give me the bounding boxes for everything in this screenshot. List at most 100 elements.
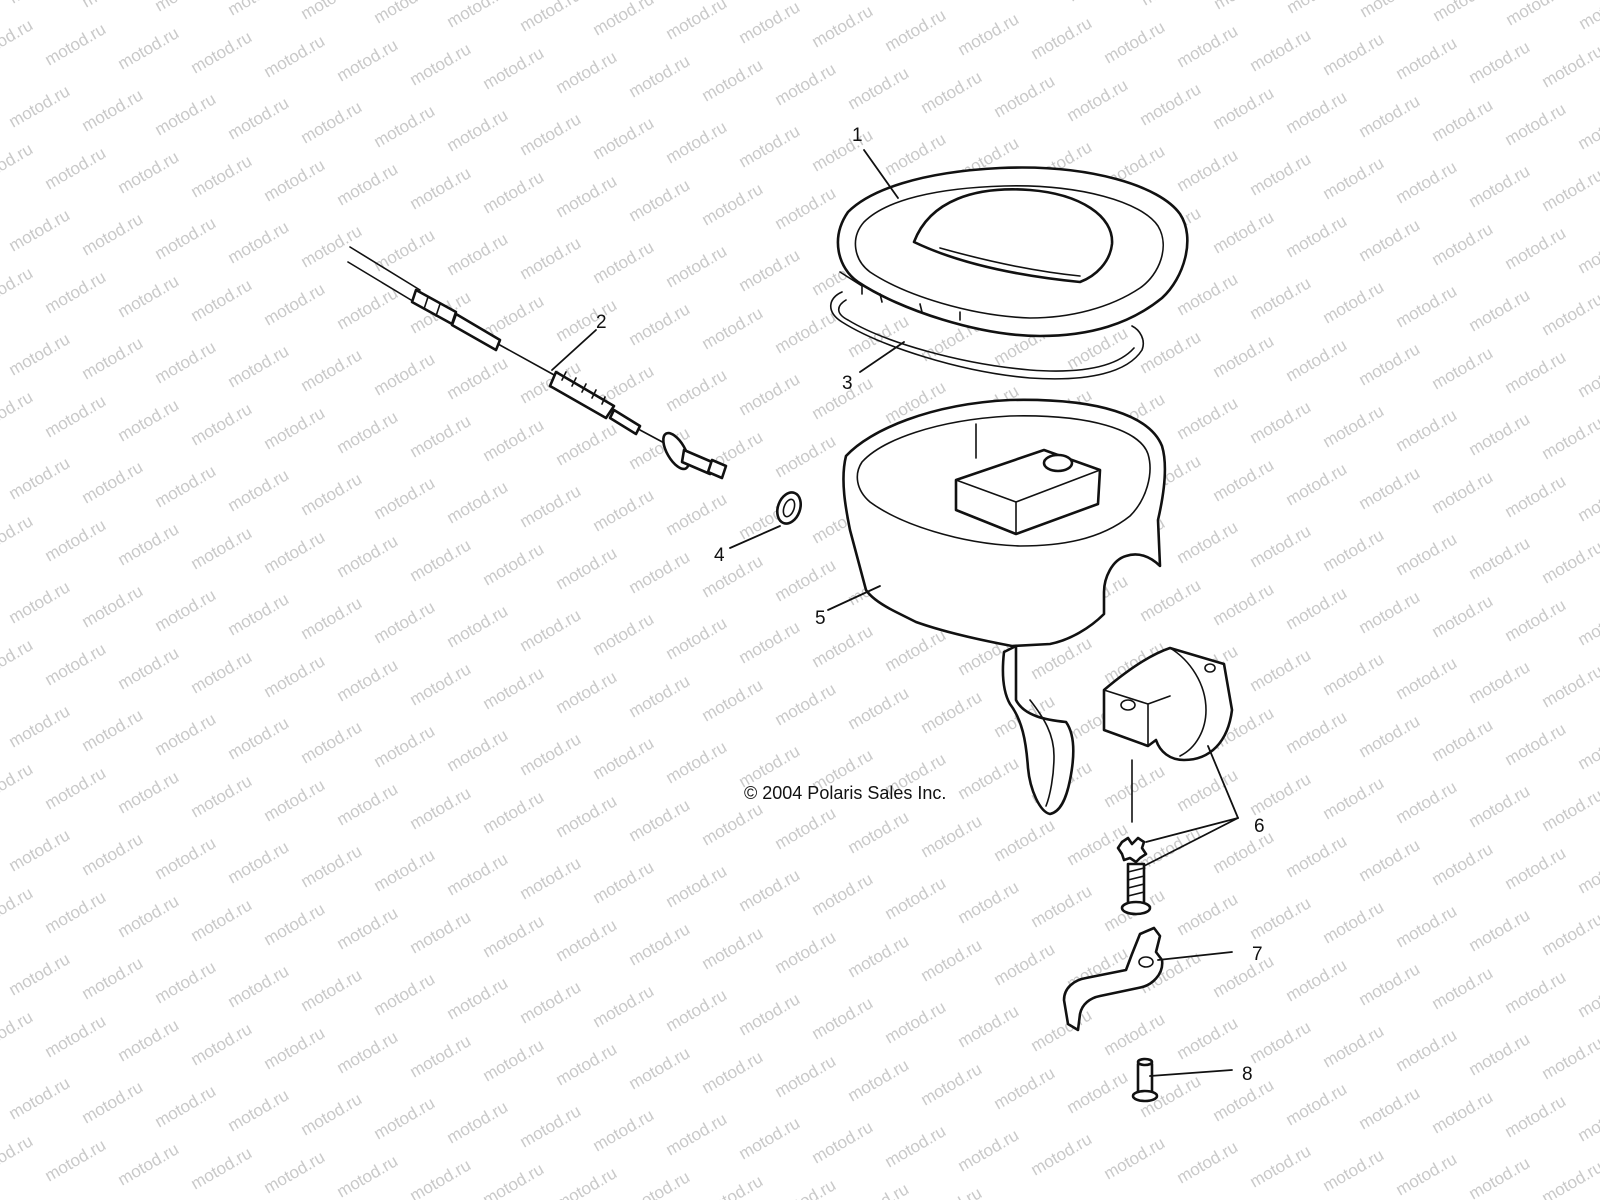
watermark-text: motod.ru bbox=[590, 113, 658, 163]
watermark-text: motod.ru bbox=[809, 869, 877, 919]
watermark-text: motod.ru bbox=[42, 391, 110, 441]
watermark-text: motod.ru bbox=[42, 1135, 110, 1185]
callout-8: 8 bbox=[1242, 1064, 1253, 1085]
watermark-text: motod.ru bbox=[590, 485, 658, 535]
watermark-text: motod.ru bbox=[444, 477, 512, 527]
watermark-text: motod.ru bbox=[225, 465, 293, 515]
watermark-text: motod.ru bbox=[1320, 897, 1388, 947]
watermark-text: motod.ru bbox=[1502, 1091, 1570, 1141]
watermark-text: motod.ru bbox=[480, 1159, 548, 1200]
watermark-text: motod.ru bbox=[1502, 595, 1570, 645]
watermark-text: motod.ru bbox=[6, 205, 74, 255]
watermark-text: motod.ru bbox=[115, 395, 183, 445]
watermark-text: motod.ru bbox=[553, 1163, 621, 1200]
watermark-text: motod.ru bbox=[1575, 847, 1600, 897]
watermark-text: motod.ru bbox=[115, 767, 183, 817]
watermark-text: motod.ru bbox=[1502, 347, 1570, 397]
watermark-text: motod.ru bbox=[1064, 75, 1132, 125]
watermark-text: motod.ru bbox=[918, 687, 986, 737]
watermark-text: motod.ru bbox=[261, 527, 329, 577]
watermark-text: motod.ru bbox=[261, 1023, 329, 1073]
watermark-text: motod.ru bbox=[1466, 409, 1534, 459]
watermark-text: motod.ru bbox=[663, 117, 731, 167]
watermark-text: motod.ru bbox=[1539, 909, 1600, 959]
watermark-text: motod.ru bbox=[1283, 87, 1351, 137]
watermark-text: motod.ru bbox=[1575, 351, 1600, 401]
watermark-text: motod.ru bbox=[6, 701, 74, 751]
callout-1: 1 bbox=[852, 125, 863, 146]
watermark-text: motod.ru bbox=[0, 387, 36, 437]
watermark-text: motod.ru bbox=[0, 1131, 36, 1181]
watermark-text: motod.ru bbox=[590, 237, 658, 287]
watermark-text: motod.ru bbox=[298, 469, 366, 519]
throttle-cable-part bbox=[347, 246, 728, 480]
watermark-text: motod.ru bbox=[663, 365, 731, 415]
watermark-text: motod.ru bbox=[955, 753, 1023, 803]
watermark-text: motod.ru bbox=[79, 1077, 147, 1127]
watermark-text: motod.ru bbox=[1320, 153, 1388, 203]
watermark-text: motod.ru bbox=[42, 887, 110, 937]
watermark-text: motod.ru bbox=[1393, 405, 1461, 455]
watermark-text: motod.ru bbox=[261, 403, 329, 453]
watermark-text: motod.ru bbox=[517, 1101, 585, 1151]
watermark-text: motod.ru bbox=[298, 1089, 366, 1139]
watermark-text: motod.ru bbox=[261, 31, 329, 81]
watermark-text: motod.ru bbox=[1210, 455, 1278, 505]
watermark-text: motod.ru bbox=[334, 283, 402, 333]
watermark-text: motod.ru bbox=[1429, 591, 1497, 641]
watermark-text: motod.ru bbox=[1356, 959, 1424, 1009]
watermark-text: motod.ru bbox=[480, 539, 548, 589]
watermark-text: motod.ru bbox=[371, 225, 439, 275]
watermark-text: motod.ru bbox=[663, 0, 731, 43]
watermark-text: motod.ru bbox=[334, 655, 402, 705]
watermark-text: motod.ru bbox=[334, 407, 402, 457]
watermark-text: motod.ru bbox=[1210, 207, 1278, 257]
watermark-text: motod.ru bbox=[1174, 1013, 1242, 1063]
watermark-text: motod.ru bbox=[1466, 161, 1534, 211]
watermark-text: motod.ru bbox=[882, 625, 950, 675]
throttle-housing-part bbox=[842, 398, 1167, 816]
watermark-text: motod.ru bbox=[298, 221, 366, 271]
callout-labels: 1 2 3 4 5 6 7 8 bbox=[596, 125, 1265, 1085]
watermark-text: motod.ru bbox=[334, 159, 402, 209]
watermark-text: motod.ru bbox=[1356, 711, 1424, 761]
watermark-text: motod.ru bbox=[407, 659, 475, 709]
watermark-text: motod.ru bbox=[590, 1105, 658, 1155]
watermark-text: motod.ru bbox=[1357, 0, 1425, 21]
watermark-text: motod.ru bbox=[1429, 467, 1497, 517]
watermark-text: motod.ru bbox=[809, 993, 877, 1043]
watermark-text: motod.ru bbox=[444, 0, 512, 31]
watermark-text: motod.ru bbox=[590, 981, 658, 1031]
watermark-text: motod.ru bbox=[334, 35, 402, 85]
watermark-text: motod.ru bbox=[79, 333, 147, 383]
watermark-text: motod.ru bbox=[1503, 0, 1571, 29]
watermark-text: motod.ru bbox=[809, 1117, 877, 1167]
watermark-text: motod.ru bbox=[553, 915, 621, 965]
watermark-text: motod.ru bbox=[1210, 331, 1278, 381]
watermark-text: motod.ru bbox=[0, 1007, 36, 1057]
watermark-text: motod.ru bbox=[553, 419, 621, 469]
watermark-text: motod.ru bbox=[42, 19, 110, 69]
watermark-text: motod.ru bbox=[1137, 79, 1205, 129]
watermark-text: motod.ru bbox=[371, 721, 439, 771]
watermark-text: motod.ru bbox=[1137, 823, 1205, 873]
watermark-text: motod.ru bbox=[1283, 707, 1351, 757]
watermark-text: motod.ru bbox=[6, 453, 74, 503]
watermark-text: motod.ru bbox=[1101, 761, 1169, 811]
watermark-text: motod.ru bbox=[407, 1031, 475, 1081]
watermark-text: motod.ru bbox=[663, 613, 731, 663]
watermark-text: motod.ru bbox=[115, 23, 183, 73]
watermark-text: motod.ru bbox=[699, 303, 767, 353]
screw-part bbox=[1120, 862, 1152, 916]
watermark-text: motod.ru bbox=[0, 139, 36, 189]
watermark-text: motod.ru bbox=[1502, 843, 1570, 893]
watermark-text: motod.ru bbox=[225, 0, 293, 19]
watermark-text: motod.ru bbox=[699, 1171, 767, 1200]
watermark-text: motod.ru bbox=[1430, 0, 1498, 25]
watermark-text: motod.ru bbox=[371, 845, 439, 895]
watermark-text: motod.ru bbox=[772, 59, 840, 109]
watermark-text: motod.ru bbox=[334, 1027, 402, 1077]
watermark-text: motod.ru bbox=[1320, 1145, 1388, 1195]
watermark-text: motod.ru bbox=[517, 977, 585, 1027]
watermark-text: motod.ru bbox=[115, 1015, 183, 1065]
